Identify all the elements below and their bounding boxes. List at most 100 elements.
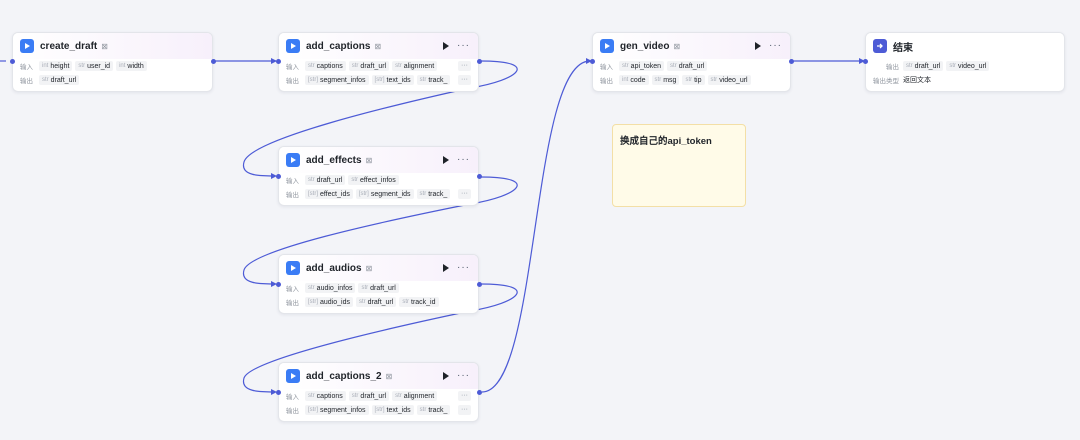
play-square-icon <box>600 39 614 53</box>
output-label: 输出 <box>286 192 299 199</box>
badge-icon: ⊠ <box>365 263 373 273</box>
more-params[interactable]: ··· <box>458 189 471 199</box>
output-label: 输出 <box>886 64 899 71</box>
input-label: 输入 <box>286 178 299 185</box>
wire-add-captions-2-to-gen-video <box>481 60 591 393</box>
param-chip: [str]segment_infos <box>305 75 369 85</box>
output-label: 输出 <box>286 408 299 415</box>
input-port[interactable] <box>863 59 868 64</box>
param-chip: [str]audio_ids <box>305 297 353 307</box>
input-port[interactable] <box>590 59 595 64</box>
play-icon[interactable] <box>755 42 761 50</box>
output-label: 输出 <box>286 78 299 85</box>
more-params[interactable]: ··· <box>458 405 471 415</box>
input-port[interactable] <box>276 282 281 287</box>
node-title: add_audios <box>306 262 362 274</box>
more-params[interactable]: ··· <box>458 75 471 85</box>
node-title: add_captions <box>306 40 371 52</box>
param-chip: [str]segment_infos <box>305 405 369 415</box>
input-label: 输入 <box>286 394 299 401</box>
output-port[interactable] <box>789 59 794 64</box>
input-label: 输入 <box>286 286 299 293</box>
output-port[interactable] <box>477 282 482 287</box>
input-label: 输入 <box>286 64 299 71</box>
more-icon[interactable]: ··· <box>457 262 470 273</box>
more-icon[interactable]: ··· <box>457 40 470 51</box>
play-icon[interactable] <box>443 156 449 164</box>
exit-icon <box>873 39 887 53</box>
play-icon[interactable] <box>443 372 449 380</box>
output-type-value: 返回文本 <box>903 77 931 84</box>
param-chip: [str]effect_ids <box>305 189 353 199</box>
badge-icon: ⊠ <box>374 41 382 51</box>
more-icon[interactable]: ··· <box>769 40 782 51</box>
output-port[interactable] <box>477 59 482 64</box>
input-port[interactable] <box>276 59 281 64</box>
param-chip: [str]segment_ids <box>355 189 414 199</box>
node-title: add_captions_2 <box>306 370 382 382</box>
play-icon[interactable] <box>443 42 449 50</box>
input-port[interactable] <box>276 174 281 179</box>
output-label: 输出 <box>600 78 613 85</box>
output-port[interactable] <box>477 174 482 179</box>
play-square-icon <box>286 261 300 275</box>
play-square-icon <box>286 369 300 383</box>
input-label: 输入 <box>600 64 613 71</box>
badge-icon: ⊠ <box>385 371 393 381</box>
output-port[interactable] <box>477 390 482 395</box>
input-label: 输入 <box>20 64 33 71</box>
node-title: gen_video <box>620 40 670 52</box>
note-text: 换成自己的api_token <box>620 136 712 147</box>
node-title: create_draft <box>40 40 98 52</box>
more-icon[interactable]: ··· <box>457 370 470 381</box>
input-port[interactable] <box>10 59 15 64</box>
more-params[interactable]: ··· <box>458 61 471 71</box>
play-icon[interactable] <box>443 264 449 272</box>
more-params[interactable]: ··· <box>458 391 471 401</box>
param-chip: [str]text_ids <box>371 405 414 415</box>
output-port[interactable] <box>211 59 216 64</box>
node-title: 结束 <box>893 42 913 54</box>
play-square-icon <box>20 39 34 53</box>
param-chip: [str]text_ids <box>371 75 414 85</box>
badge-icon: ⊠ <box>101 41 108 51</box>
node-title: add_effects <box>306 154 362 166</box>
more-icon[interactable]: ··· <box>457 154 470 165</box>
play-square-icon <box>286 39 300 53</box>
play-square-icon <box>286 153 300 167</box>
sticky-note[interactable]: 换成自己的api_token <box>612 124 746 207</box>
output-label: 输出 <box>20 78 33 85</box>
input-port[interactable] <box>276 390 281 395</box>
badge-icon: ⊠ <box>673 41 681 51</box>
output-label: 输出 <box>286 300 299 307</box>
